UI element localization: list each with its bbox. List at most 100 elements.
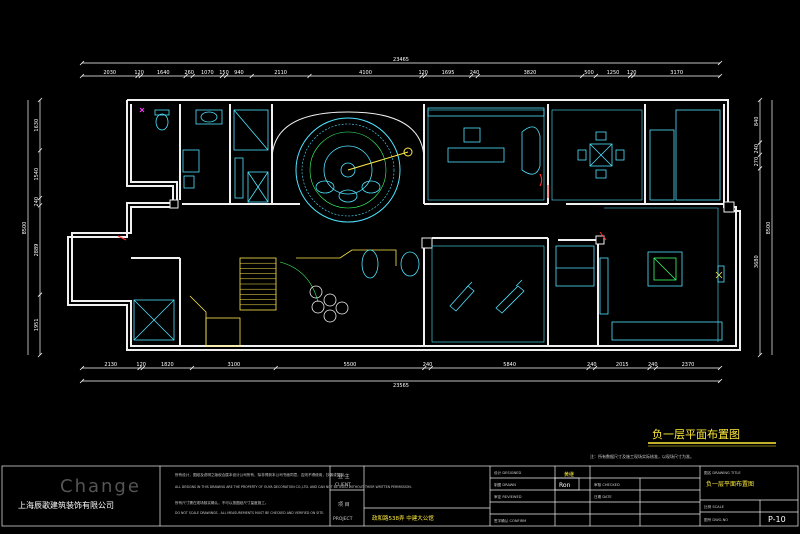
dimension-tick (717, 378, 723, 384)
scale-label: 比例 SCALE (704, 504, 725, 509)
reviewed-label: 审定 REVIEWED (494, 494, 522, 499)
checked-label: 审核 CHECKED (594, 482, 620, 487)
dimension-label: 3100 (227, 362, 240, 368)
door-markers (117, 185, 607, 241)
dimension-tick (140, 365, 146, 371)
drawing-note: 注：所有数据尺寸及施工现场实际核准，以现场尺寸为准。 (590, 453, 694, 459)
dimension-tick (135, 73, 140, 79)
dimension-tick (189, 365, 195, 371)
office-chair-icon (463, 127, 481, 143)
dimension-label: 1250 (607, 70, 620, 76)
dimension-tick (475, 73, 481, 79)
total-dimension-label: 23465 (393, 57, 409, 63)
elevator-icon (133, 299, 175, 341)
dimension-tick (37, 195, 43, 201)
project-name: 政和路538弄 中建大公馆 (372, 514, 434, 522)
dimension-label: 240 (648, 362, 658, 368)
dimension-label: 270 (754, 157, 760, 167)
dimension-tick (37, 148, 43, 153)
dimension-tick (249, 73, 255, 79)
toilet-icon (155, 113, 169, 131)
drawn-by: Ron (559, 482, 571, 489)
marker-icon (139, 107, 145, 113)
dimension-tick (647, 365, 652, 371)
drawing-title-label: 图名 DRAWING TITLE (704, 470, 741, 475)
dimension-label: 3680 (754, 255, 760, 268)
dimension-tick (717, 60, 723, 66)
client-label-cn: 业 主 (338, 473, 350, 480)
dimension-label: 120 (627, 70, 637, 76)
dimension-label: 150 (219, 70, 229, 76)
dimension-tick (37, 97, 43, 103)
dimension-tick (757, 97, 763, 103)
dimension-label: 2110 (274, 70, 287, 76)
project-label-en: PROJECT (333, 516, 353, 522)
dimension-tick (757, 152, 763, 158)
dimension-tick (37, 292, 43, 297)
scale-statement-en: DO NOT SCALE DRAWINGS . ALL MEASUREMENTS… (175, 511, 324, 515)
dimension-label: 5840 (503, 362, 516, 368)
project-label-cn: 项 目 (338, 502, 350, 508)
dimension-label: 1951 (34, 318, 40, 331)
dimension-label: 3170 (670, 70, 683, 76)
bathroom-fixtures (154, 109, 269, 203)
dimension-tick (627, 73, 633, 79)
dimension-label: 120 (136, 362, 146, 368)
door-swing (539, 173, 543, 187)
sofa (611, 321, 723, 341)
dimension-tick (586, 365, 591, 371)
structural-columns (169, 199, 735, 249)
lounge-area (279, 249, 420, 323)
dimension-label: 2889 (34, 244, 40, 257)
dimension-tick (631, 73, 636, 79)
gym-equipment (449, 279, 525, 314)
dwg-no-label: 图号 DWG.NO (704, 517, 728, 522)
date-label: 日期 DATE (594, 494, 612, 499)
dimension-tick (419, 73, 424, 79)
dimension-label: 1820 (161, 362, 174, 368)
dimension-tick (223, 73, 229, 79)
dimension-tick (79, 378, 85, 384)
dimension-tick (717, 73, 723, 79)
study-furniture (427, 107, 545, 175)
dimension-tick (592, 365, 598, 371)
drawing-title-block: 负一层平面布置图 注：所有数据尺寸及施工现场实际核准，以现场尺寸为准。 (590, 427, 776, 459)
dimension-label: 2130 (104, 362, 117, 368)
dimension-label: 260 (184, 70, 194, 76)
total-dimension-label: 23565 (393, 383, 409, 389)
dimension-tick (717, 365, 723, 371)
building-walls (67, 99, 741, 351)
rug (647, 251, 683, 287)
dimension-label: 840 (754, 117, 760, 127)
dimension-tick (422, 73, 428, 79)
dining-table (589, 143, 613, 167)
dimension-tick (653, 365, 659, 371)
dimension-label: 5500 (344, 362, 357, 368)
dimension-label: 2370 (682, 362, 695, 368)
client-label-en: CLIENT (335, 482, 351, 488)
dining-furniture (577, 109, 721, 201)
drawn-label: 制图 DRAWN (494, 482, 516, 487)
dimension-label: 940 (234, 70, 244, 76)
dimension-tick (579, 73, 585, 79)
living-furniture (555, 245, 725, 341)
copyright-statement-cn: 所有设计，图纸及说明之版权合属本设计公司所有，除非得到本公司书面同意，否则不得使… (175, 472, 348, 477)
dimension-tick (428, 365, 434, 371)
total-dimension-label: 8500 (766, 222, 772, 235)
dimension-label: 3820 (524, 70, 537, 76)
drawing-title: 负一层平面布置图 (652, 427, 740, 441)
dimension-tick (757, 140, 763, 145)
dimension-label: 240 (34, 197, 40, 207)
dimension-tick (593, 73, 599, 79)
dimension-label: 1070 (201, 70, 214, 76)
dimension-tick (468, 73, 474, 79)
dimension-label: 120 (134, 70, 144, 76)
circular-lounge (271, 111, 425, 223)
dimension-tick (422, 365, 427, 371)
dimension-label: 120 (418, 70, 428, 76)
dimension-label: 2030 (103, 70, 116, 76)
dimension-tick (37, 352, 43, 358)
dimension-label: 500 (584, 70, 594, 76)
dimension-label: 240 (754, 144, 760, 154)
